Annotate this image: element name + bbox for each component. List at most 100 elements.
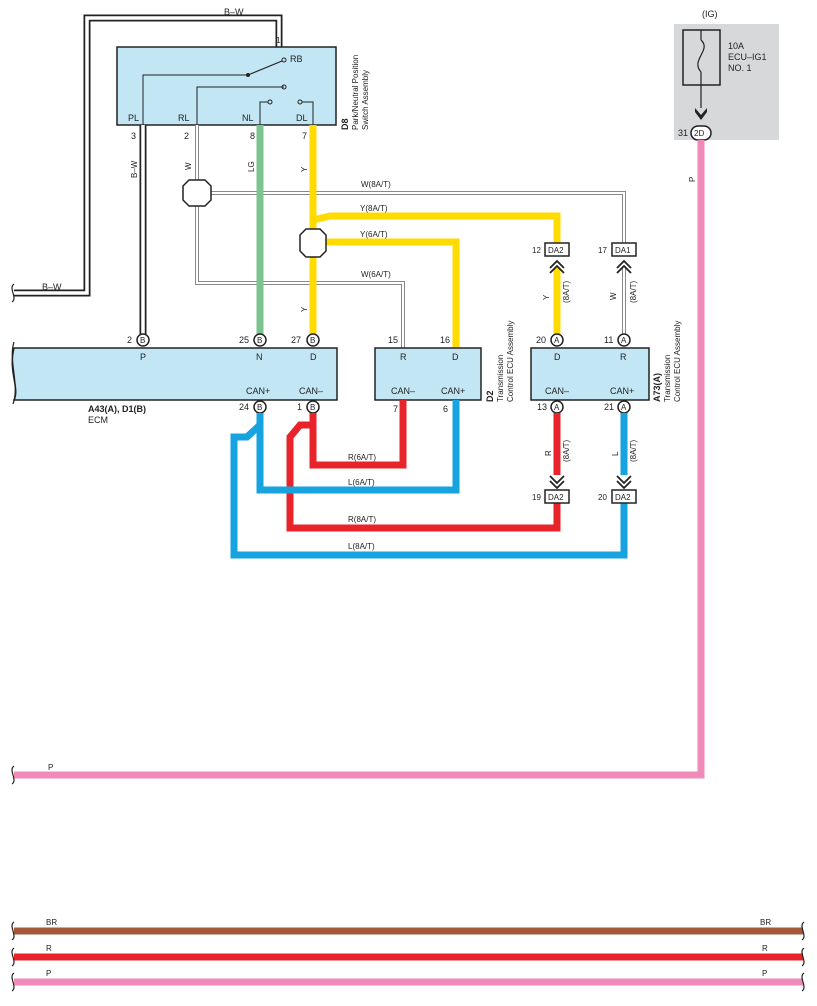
svg-text:(8A/T): (8A/T) (562, 280, 571, 303)
svg-text:A: A (554, 336, 560, 345)
svg-text:6: 6 (443, 404, 448, 414)
svg-text:A: A (554, 403, 560, 412)
svg-text:B: B (310, 336, 315, 345)
svg-text:Y(6A/T): Y(6A/T) (360, 230, 388, 239)
ecm-box: B B B 2 25 27 P N D CAN+ CAN– B B 24 1 A… (11, 333, 338, 425)
svg-text:D: D (310, 352, 317, 362)
ecm-conn-b-27 (306, 333, 320, 347)
svg-text:P: P (762, 969, 767, 978)
svg-text:R: R (544, 450, 553, 456)
svg-text:DL: DL (296, 113, 308, 123)
wire-lg: LG (247, 125, 264, 334)
svg-text:15: 15 (388, 335, 398, 345)
svg-text:B: B (257, 403, 262, 412)
svg-text:A: A (621, 403, 627, 412)
chevron-down-icon (549, 475, 565, 490)
svg-text:DA2: DA2 (548, 493, 564, 502)
svg-text:13: 13 (537, 402, 547, 412)
svg-text:DA1: DA1 (615, 246, 631, 255)
svg-text:P: P (46, 969, 51, 978)
svg-text:R(6A/T): R(6A/T) (348, 453, 376, 462)
svg-text:B: B (140, 336, 145, 345)
svg-text:PL: PL (128, 113, 139, 123)
svg-text:2: 2 (184, 131, 189, 141)
svg-text:21: 21 (604, 402, 614, 412)
switch-contact-icon (247, 60, 283, 76)
fuse-name: ECU–IG1 (728, 52, 767, 62)
wire-can-blue: L(6A/T) L(8A/T) L (8A/T) (230, 400, 638, 559)
junction-da2-bottom-right: DA2 20 (598, 475, 637, 504)
svg-text:W: W (609, 292, 618, 300)
d2-code: D2 (485, 390, 495, 402)
svg-text:Y(8A/T): Y(8A/T) (360, 204, 388, 213)
svg-text:20: 20 (598, 493, 607, 502)
svg-text:CAN+: CAN+ (441, 386, 465, 396)
svg-text:(8A/T): (8A/T) (562, 439, 571, 462)
svg-text:CAN–: CAN– (299, 386, 323, 396)
svg-text:R: R (620, 352, 627, 362)
svg-text:NL: NL (242, 113, 254, 123)
wire-p-ig: P P (14, 140, 705, 779)
svg-text:Y: Y (542, 294, 551, 300)
svg-text:(8A/T): (8A/T) (629, 439, 638, 462)
junction-da2-bottom-left: DA2 19 (532, 475, 570, 504)
chevron-down-icon (616, 475, 632, 490)
svg-text:CAN–: CAN– (391, 386, 415, 396)
svg-text:Transmission: Transmission (663, 355, 672, 402)
d8-switch-assembly: 1 RB PL RL NL DL 3 2 8 7 D8 Park/Neutral… (116, 36, 370, 141)
pin-31: 31 (678, 128, 688, 138)
svg-text:L(6A/T): L(6A/T) (348, 478, 375, 487)
a73-code: A73(A) (652, 373, 662, 402)
d8-code: D8 (340, 118, 350, 130)
ecm-code: A43(A), D1(B) (88, 404, 146, 414)
svg-text:L: L (611, 451, 620, 456)
svg-text:DA2: DA2 (548, 246, 564, 255)
svg-text:16: 16 (440, 335, 450, 345)
fuse-number: NO. 1 (728, 63, 752, 73)
svg-text:Control ECU Assembly: Control ECU Assembly (673, 321, 682, 402)
wire-bw-outer: B–W B–W (14, 7, 283, 297)
ecm-name: ECM (88, 415, 108, 425)
ig-fuse-box: (IG) 10A ECU–IG1 NO. 1 2D 31 (674, 9, 779, 141)
svg-text:8: 8 (250, 131, 255, 141)
svg-text:B–W: B–W (130, 160, 139, 178)
svg-text:1: 1 (297, 402, 302, 412)
svg-text:R(8A/T): R(8A/T) (348, 515, 376, 524)
splice-point-w (182, 179, 212, 207)
wire-y-group: Y Y Y(8A/T) Y(6A/T) Y (8A/T) (300, 125, 571, 348)
wire-break-marks (11, 283, 805, 992)
svg-text:LG: LG (247, 161, 256, 172)
svg-text:B–W: B–W (42, 282, 62, 292)
splice-point-y (299, 228, 327, 258)
svg-text:7: 7 (302, 131, 307, 141)
wire-bw-inner: B–W (130, 125, 147, 334)
chevron-up-icon (616, 259, 632, 274)
svg-text:(8A/T): (8A/T) (629, 280, 638, 303)
svg-text:2D: 2D (694, 129, 704, 138)
svg-text:CAN+: CAN+ (610, 386, 634, 396)
a73-transmission-ecu: A A 20 11 D R CAN– CAN+ A A 13 21 A73(A)… (530, 321, 682, 414)
svg-text:20: 20 (536, 335, 546, 345)
svg-text:Switch Assembly: Switch Assembly (361, 70, 370, 130)
svg-text:D: D (554, 352, 561, 362)
svg-text:B–W: B–W (224, 7, 244, 17)
a73-conn-11 (617, 333, 631, 347)
svg-text:17: 17 (598, 246, 607, 255)
svg-text:P: P (140, 352, 146, 362)
d2-transmission-ecu: 15 16 R D CAN– CAN+ 7 6 D2 Transmission … (374, 321, 515, 414)
wire-can-red: R(6A/T) R(8A/T) R (8A/T) (286, 400, 571, 532)
svg-text:CAN+: CAN+ (246, 386, 270, 396)
bus-p: P P (14, 969, 803, 986)
svg-text:RB: RB (290, 54, 303, 64)
svg-text:Y: Y (300, 166, 309, 172)
svg-text:D: D (452, 352, 459, 362)
svg-text:1: 1 (276, 36, 281, 45)
svg-text:Control ECU Assembly: Control ECU Assembly (506, 321, 515, 402)
chevron-up-icon (549, 259, 565, 274)
svg-text:B: B (310, 403, 315, 412)
svg-text:R: R (762, 944, 768, 953)
svg-text:CAN–: CAN– (545, 386, 569, 396)
a73-conn-20 (550, 333, 564, 347)
svg-text:24: 24 (239, 402, 249, 412)
